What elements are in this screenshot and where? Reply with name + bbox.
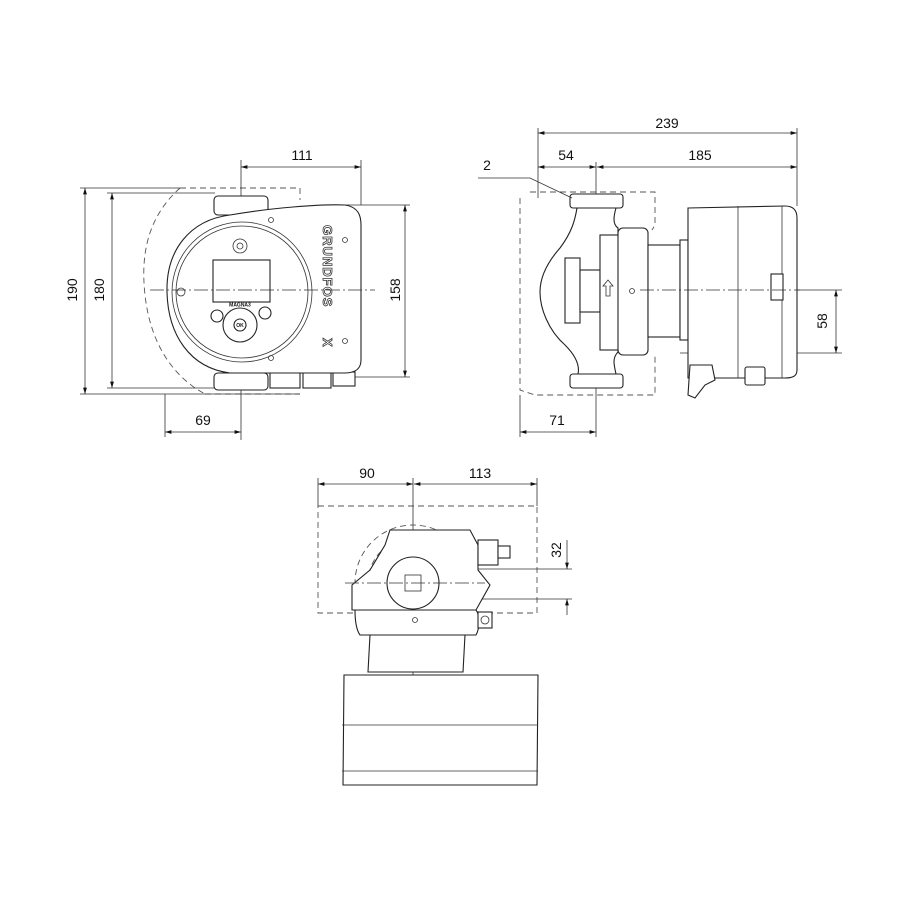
dim-111: 111 — [291, 147, 312, 163]
dim-239: 239 — [655, 115, 679, 131]
ok-label: OK — [236, 323, 244, 329]
callout-2: 2 — [483, 157, 491, 173]
flow-arrow-icon — [602, 279, 614, 297]
panel-label: MAGNA3 — [229, 303, 251, 309]
ok-button — [233, 318, 247, 332]
dim-54: 54 — [558, 147, 574, 163]
brand-logo: GRUNDFOS — [320, 225, 335, 307]
dim-71: 71 — [549, 412, 565, 428]
top-view: 90 113 32 — [317, 465, 572, 786]
dim-32: 32 — [548, 542, 564, 558]
dim-185: 185 — [688, 147, 712, 163]
dim-190: 190 — [64, 278, 80, 302]
home-button-icon — [210, 309, 224, 323]
dim-90: 90 — [359, 465, 375, 481]
dim-158: 158 — [387, 278, 403, 302]
dim-58: 58 — [814, 313, 830, 329]
front-view: OK MAGNA3 GRUNDFOS X 111 190 180 158 69 — [64, 147, 410, 440]
dim-69: 69 — [195, 412, 211, 428]
side-view: 2 239 54 185 58 71 — [478, 115, 842, 437]
dim-113: 113 — [469, 465, 492, 481]
dim-180: 180 — [91, 278, 107, 302]
brand-logo-symbol: X — [320, 338, 335, 348]
wireless-button-icon — [258, 306, 272, 320]
display-screen — [212, 259, 271, 303]
